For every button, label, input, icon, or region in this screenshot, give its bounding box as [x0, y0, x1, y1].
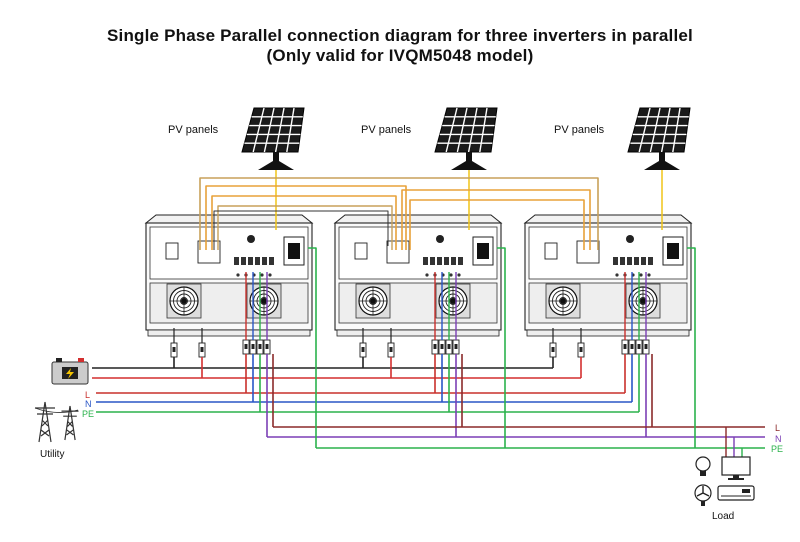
fan-icon: [355, 283, 391, 319]
fan-icon: [435, 283, 471, 319]
inverter-3: [523, 214, 693, 337]
utility-pylon-icon: [61, 405, 79, 441]
solar-panel-icon: [627, 107, 691, 170]
load-label-n: N: [775, 434, 782, 444]
grid-label-n: N: [85, 399, 92, 409]
load-label: Load: [712, 511, 735, 522]
fan-icon: [246, 283, 282, 319]
pv-panels-label-1: PV panels: [168, 124, 219, 136]
utility-pylon-icon: [35, 401, 55, 443]
comm-cable-2-3: [401, 189, 591, 250]
fan-icon: [166, 283, 202, 319]
comm-cable-dark: [213, 210, 389, 250]
fan-icon: [694, 484, 712, 506]
inverter-1: [144, 214, 314, 337]
grid-label-l: L: [85, 390, 91, 400]
air-conditioner-icon: [717, 485, 755, 501]
load-label-l: L: [775, 423, 781, 433]
inverter-2: [333, 214, 503, 337]
fan-icon: [625, 283, 661, 319]
comm-cable-1-2: [205, 185, 407, 250]
light-bulb-icon: [695, 456, 711, 476]
comm-cable-1-2c: [217, 205, 393, 250]
solar-panel-icon: [434, 107, 498, 170]
comm-cable-outer: [199, 177, 599, 250]
parallel-comm-cables: [199, 177, 599, 250]
solar-panel-icon: [241, 107, 305, 170]
utility-label: Utility: [40, 449, 65, 460]
title-line-2: (Only valid for IVQM5048 model): [266, 46, 534, 65]
title-line-1: Single Phase Parallel connection diagram…: [107, 26, 693, 45]
pv-panels-label-3: PV panels: [554, 124, 605, 136]
monitor-icon: [721, 456, 751, 480]
comm-cable-2-3b: [409, 199, 585, 250]
comm-cable-1-2b: [211, 195, 397, 250]
pv-panels-label-2: PV panels: [361, 124, 412, 136]
grid-label-pe: PE: [82, 409, 95, 419]
battery-icon: [51, 358, 89, 385]
fan-icon: [545, 283, 581, 319]
load-icons: [694, 456, 755, 506]
load-label-pe: PE: [771, 444, 784, 454]
